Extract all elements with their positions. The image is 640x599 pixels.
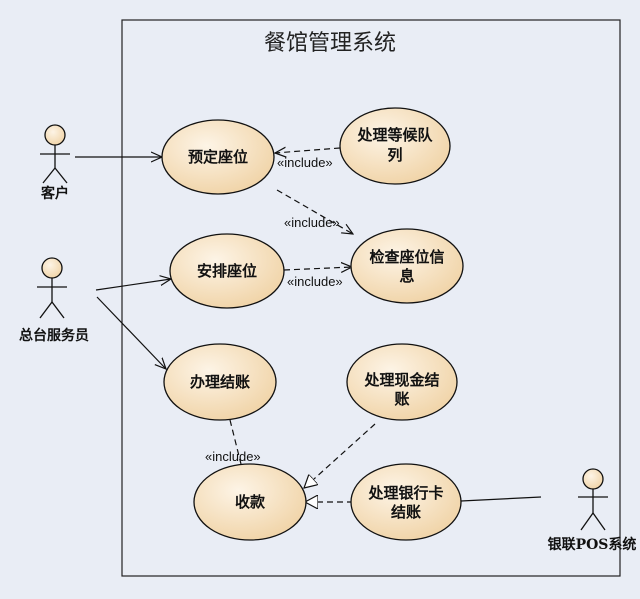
system-boundary [121,19,621,577]
usecase-label: 收款 [235,493,266,511]
usecase-reserve-seat[interactable]: 预定座位 [161,119,275,195]
system-title: 餐馆管理系统 [264,31,396,56]
usecase-label: 结账 [391,503,421,521]
include-arrange-check [283,267,352,270]
usecase-label: 处理现金结 [363,371,439,389]
include-checkout-collect [229,419,242,465]
assoc-desk-arrange [95,279,171,291]
usecase-label: 安排座位 [197,262,257,280]
include-label-4: «include» [205,449,261,464]
include-queue-reserve [275,148,341,153]
include-reserve-check [276,189,353,234]
usecase-label: 息 [399,267,414,285]
usecase-label: 预定座位 [188,148,248,166]
usecase-label: 办理结账 [190,373,250,391]
usecase-arrange-seat[interactable]: 安排座位 [169,233,285,309]
actor-pos-label: 银联POS系统 [548,536,637,553]
actor-front-desk-label: 总台服务员 [19,327,89,344]
include-label-3: «include» [287,274,343,289]
actor-customer[interactable]: 客户 [40,124,70,202]
usecase-check-seat-info[interactable]: 检查座位信 息 [350,228,464,304]
usecase-label: 处理等候队 [356,126,433,144]
usecase-checkout[interactable]: 办理结账 [163,343,277,421]
usecase-label: 检查座位信 [369,248,444,266]
usecase-collect-payment[interactable]: 收款 [193,463,307,541]
usecase-handle-queue[interactable]: 处理等候队 列 [339,107,451,185]
generalization-cash-collect [304,423,376,488]
actor-pos-system[interactable]: 银联POS系统 [548,468,637,553]
usecase-card-checkout[interactable]: 处理银行卡 结账 [350,463,462,541]
include-label-2: «include» [284,215,340,230]
actor-front-desk[interactable]: 总台服务员 [19,257,89,344]
assoc-desk-checkout [96,296,166,369]
actor-customer-label: 客户 [40,185,69,202]
usecase-label: 列 [387,146,402,164]
include-label-1: «include» [277,155,333,170]
assoc-pos-card [460,496,542,502]
usecase-label: 处理银行卡 [367,484,443,502]
usecase-cash-checkout[interactable]: 处理现金结 账 [346,343,458,421]
usecase-label: 账 [394,390,409,408]
